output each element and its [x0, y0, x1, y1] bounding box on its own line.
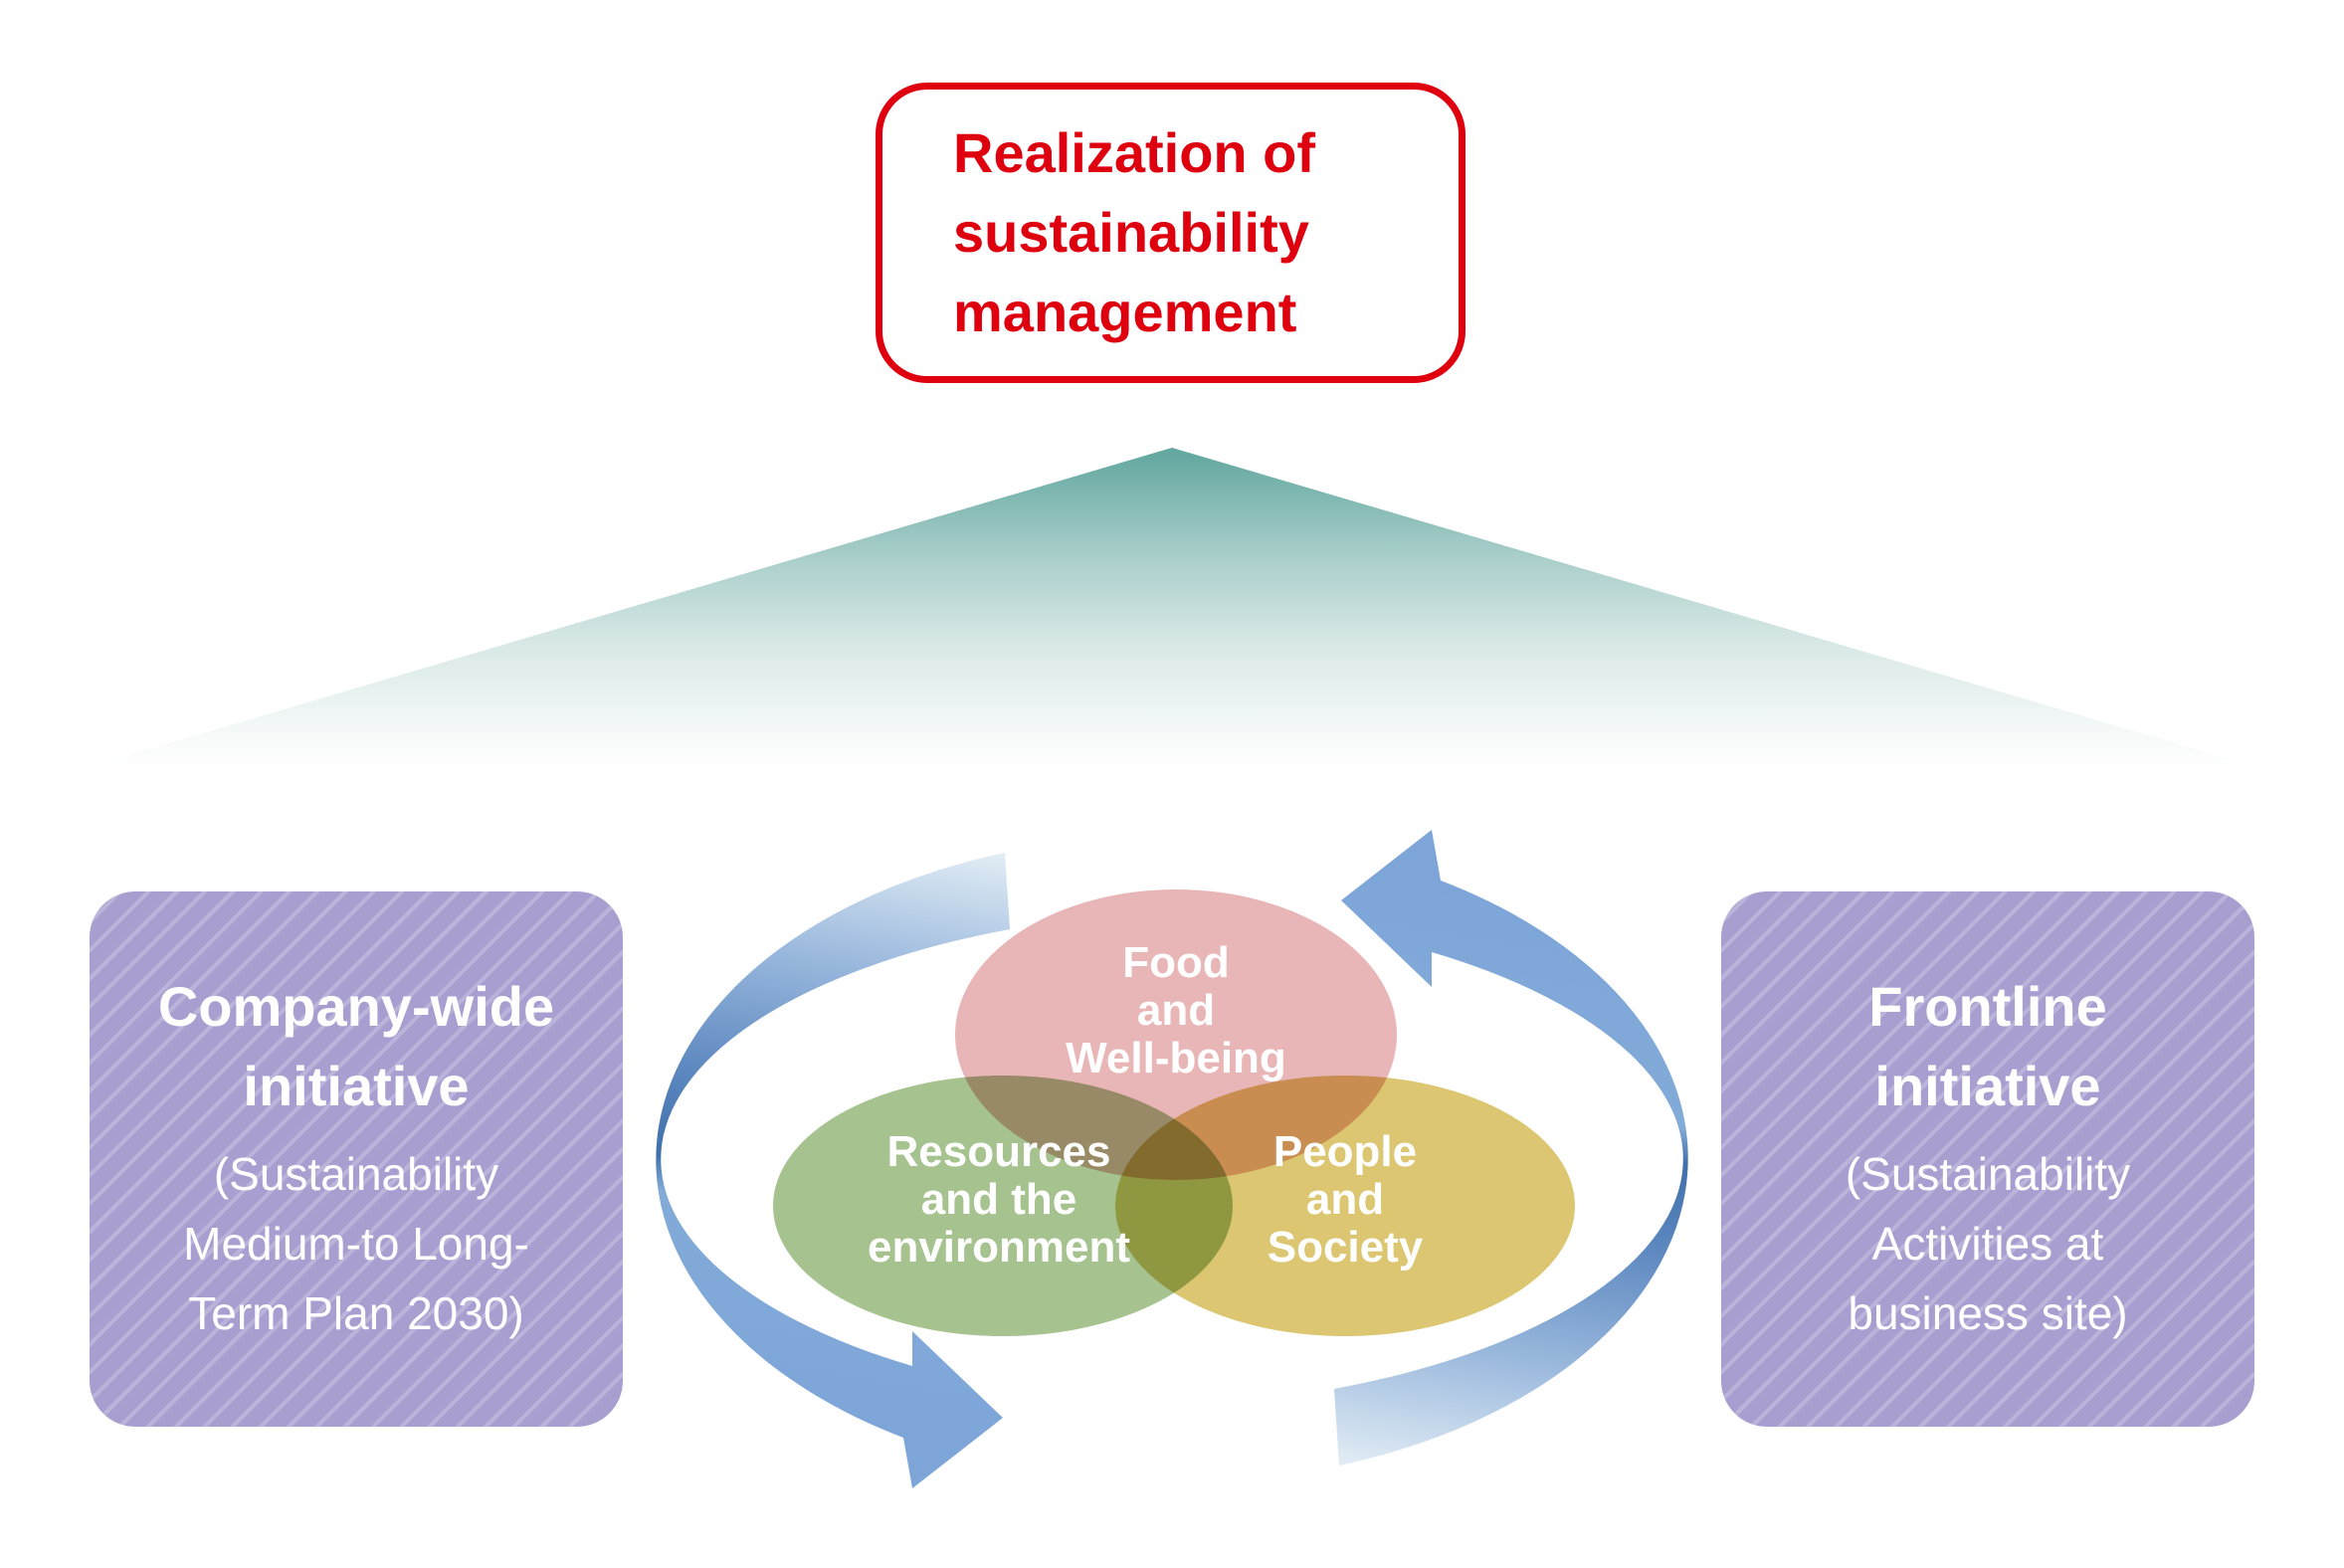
venn-people-label: People and Society: [1121, 1128, 1569, 1272]
subtitle-line: business site): [1848, 1287, 2128, 1339]
frontline-initiative-title: Frontline initiative: [1721, 967, 2254, 1126]
venn-resources-ellipse: [773, 1076, 1233, 1336]
subtitle-line: Medium-to Long-: [183, 1218, 529, 1270]
cycle-arrow-left: [656, 853, 1010, 1488]
frontline-initiative-box: Frontline initiative (Sustainability Act…: [1721, 891, 2254, 1427]
venn-resources-label: Resources and the environment: [775, 1128, 1223, 1272]
goal-line: management: [953, 281, 1297, 343]
subtitle-line: Activities at: [1871, 1218, 2104, 1270]
subtitle-line: (Sustainability: [1845, 1148, 2131, 1200]
venn-label-line: Resources: [886, 1127, 1111, 1176]
venn-label-line: People: [1272, 1127, 1418, 1176]
title-line: Frontline: [1868, 975, 2107, 1038]
venn-label-line: Society: [1267, 1223, 1424, 1272]
subtitle-line: (Sustainability: [213, 1148, 499, 1200]
title-line: Company-wide: [157, 975, 555, 1038]
cycle-arrow-right: [1334, 830, 1688, 1466]
funnel-triangle: [85, 448, 2259, 768]
company-wide-initiative-box: Company-wide initiative (Sustainability …: [90, 891, 623, 1427]
venn-label-line: and the: [920, 1175, 1077, 1224]
goal-box: Realization of sustainability management: [876, 83, 1465, 383]
subtitle-line: Term Plan 2030): [188, 1287, 524, 1339]
venn-food-label: Food and Well-being: [952, 939, 1400, 1082]
title-line: initiative: [1874, 1055, 2101, 1117]
company-wide-initiative-title: Company-wide initiative: [90, 967, 623, 1126]
venn-label-line: Well-being: [1066, 1034, 1286, 1082]
goal-line: sustainability: [953, 201, 1309, 264]
venn-label-line: and: [1305, 1175, 1385, 1224]
venn-label-line: and: [1136, 986, 1216, 1035]
venn-people-ellipse: [1115, 1076, 1575, 1336]
frontline-initiative-subtitle: (Sustainability Activities at business s…: [1721, 1139, 2254, 1348]
venn-label-line: Food: [1122, 938, 1230, 987]
title-line: initiative: [243, 1055, 470, 1117]
venn-label-line: environment: [867, 1223, 1131, 1272]
venn-diagram: [773, 889, 1575, 1336]
goal-line: Realization of: [953, 121, 1316, 184]
company-wide-initiative-subtitle: (Sustainability Medium-to Long- Term Pla…: [90, 1139, 623, 1348]
